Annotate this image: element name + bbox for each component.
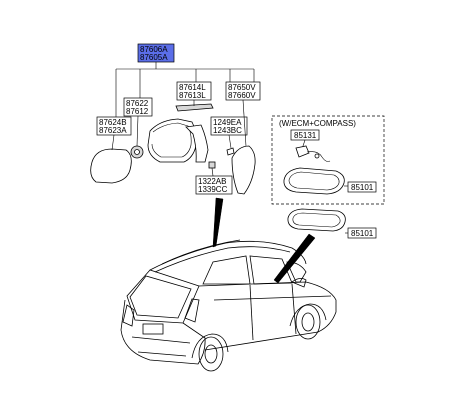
label-1322ab: 1322AB: [198, 177, 226, 186]
label-87623a: 87623A: [99, 126, 127, 135]
label-87650v: 87650V: [228, 83, 256, 92]
label-85101-ecm: 85101: [351, 183, 374, 192]
label-1249ea: 1249EA: [213, 118, 242, 127]
label-bolt[interactable]: 1249EA 1243BC: [210, 116, 248, 136]
mirror-cover: [175, 103, 214, 112]
inside-mirror: [287, 208, 346, 232]
bolt: [226, 147, 235, 156]
leader-actuator: [136, 115, 139, 147]
label-87622: 87622: [126, 99, 149, 108]
label-inner-mirror-option[interactable]: 85101: [347, 181, 377, 193]
label-nut[interactable]: 1322AB 1339CC: [195, 175, 233, 195]
actuator-center: [134, 149, 140, 155]
inside-mirror-ecm: [283, 167, 345, 195]
vehicle: [120, 239, 337, 372]
option-frame: [271, 115, 385, 205]
leader-cap: [242, 99, 247, 147]
label-85101: 85101: [351, 229, 374, 238]
mirror-housing: [147, 118, 197, 163]
leader-nut: [211, 167, 214, 177]
mirror-cap: [231, 145, 256, 195]
label-87612: 87612: [126, 107, 149, 116]
mirror-bracket: [295, 145, 310, 158]
label-1339cc: 1339CC: [198, 185, 228, 194]
label-87606a: 87606A: [140, 45, 168, 54]
inside-mirror-inner: [292, 212, 341, 228]
label-87624b: 87624B: [99, 118, 127, 127]
leader-assy: [115, 62, 255, 117]
leader-bolt: [228, 134, 232, 149]
nut: [208, 161, 216, 169]
housing-inner: [151, 122, 192, 158]
leader-glass: [111, 134, 115, 151]
bracket-wire: [306, 151, 331, 162]
label-bracket[interactable]: 85131: [290, 129, 320, 141]
wire-connector: [314, 153, 320, 159]
label-87660v: 87660V: [228, 91, 256, 100]
label-87613l: 87613L: [179, 91, 206, 100]
label-cap[interactable]: 87650V 87660V: [225, 81, 261, 101]
label-87614l: 87614L: [179, 83, 206, 92]
label-actuator[interactable]: 87622 87612: [123, 97, 153, 117]
label-87605a: 87605A: [140, 53, 168, 62]
label-cover[interactable]: 87614L 87613L: [176, 81, 212, 101]
mirror-base: [185, 124, 209, 163]
label-inner-mirror[interactable]: 85101: [347, 227, 377, 239]
label-glass[interactable]: 87624B 87623A: [96, 116, 132, 136]
label-85131: 85131: [294, 131, 317, 140]
option-caption: (W/ECM+COMPASS): [279, 119, 356, 128]
inside-mirror-ecm-inner: [288, 171, 340, 191]
label-1243bc: 1243BC: [213, 126, 242, 135]
mirror-glass: [90, 148, 132, 184]
arrow-outside-mirror: [212, 197, 224, 248]
label-assy[interactable]: 87606A 87605A: [137, 43, 175, 63]
